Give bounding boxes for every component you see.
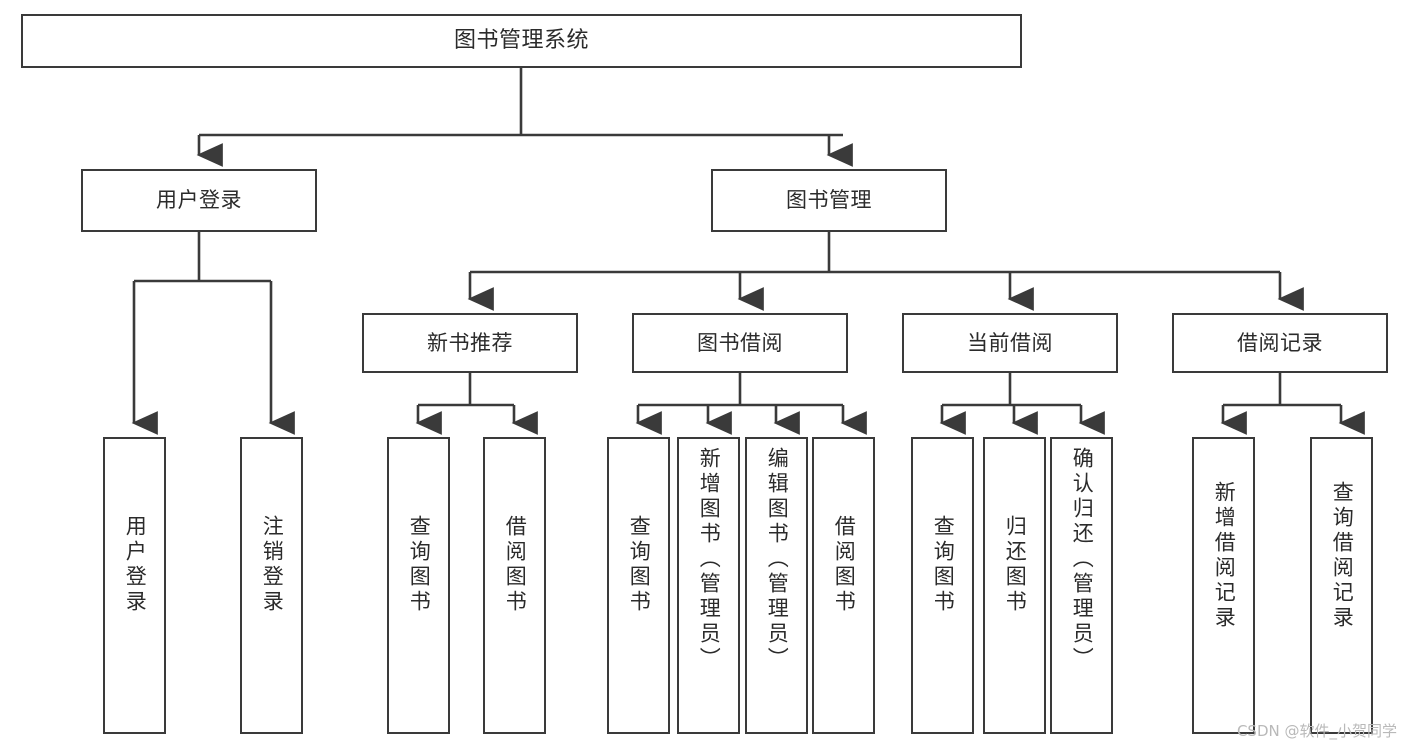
- node-book-manage[interactable]: 图书管理: [711, 169, 947, 232]
- node-leaf-add-book-admin-label: 新增图书（管理员）: [697, 447, 722, 672]
- node-book-manage-label: 图书管理: [786, 188, 872, 213]
- node-new-book-recommend[interactable]: 新书推荐: [362, 313, 578, 373]
- node-leaf-return-book[interactable]: 归还图书: [983, 437, 1046, 734]
- node-borrow-record-label: 借阅记录: [1237, 330, 1323, 355]
- node-leaf-user-login[interactable]: 用户登录: [103, 437, 166, 734]
- node-leaf-query-book-3[interactable]: 查询图书: [911, 437, 974, 734]
- node-leaf-query-borrow-record[interactable]: 查询借阅记录: [1310, 437, 1373, 734]
- node-leaf-query-borrow-record-label: 查询借阅记录: [1330, 481, 1355, 631]
- node-leaf-confirm-return-admin-label: 确认归还（管理员）: [1070, 447, 1095, 672]
- node-leaf-query-book-3-label: 查询图书: [931, 515, 956, 615]
- node-user-login-label: 用户登录: [156, 188, 242, 213]
- node-root-label: 图书管理系统: [453, 28, 589, 54]
- node-user-login[interactable]: 用户登录: [81, 169, 317, 232]
- node-root[interactable]: 图书管理系统: [21, 14, 1022, 68]
- node-borrow-record[interactable]: 借阅记录: [1172, 313, 1388, 373]
- node-leaf-edit-book-admin-label: 编辑图书（管理员）: [765, 447, 790, 672]
- node-leaf-add-borrow-record-label: 新增借阅记录: [1212, 481, 1237, 631]
- node-leaf-add-book-admin[interactable]: 新增图书（管理员）: [677, 437, 740, 734]
- node-leaf-borrow-book-1[interactable]: 借阅图书: [483, 437, 546, 734]
- node-leaf-return-book-label: 归还图书: [1003, 515, 1028, 615]
- node-leaf-query-book-1[interactable]: 查询图书: [387, 437, 450, 734]
- csdn-watermark: CSDN @软件_小贺同学: [1236, 722, 1397, 740]
- node-leaf-borrow-book-1-label: 借阅图书: [503, 515, 528, 615]
- node-leaf-edit-book-admin[interactable]: 编辑图书（管理员）: [745, 437, 808, 734]
- node-new-book-recommend-label: 新书推荐: [427, 330, 513, 355]
- node-leaf-confirm-return-admin[interactable]: 确认归还（管理员）: [1050, 437, 1113, 734]
- node-book-borrow-label: 图书借阅: [697, 330, 783, 355]
- node-leaf-add-borrow-record[interactable]: 新增借阅记录: [1192, 437, 1255, 734]
- node-leaf-query-book-1-label: 查询图书: [407, 515, 432, 615]
- node-leaf-logout-login-label: 注销登录: [260, 515, 285, 615]
- node-leaf-borrow-book-2-label: 借阅图书: [832, 515, 857, 615]
- node-book-borrow[interactable]: 图书借阅: [632, 313, 848, 373]
- node-current-borrow[interactable]: 当前借阅: [902, 313, 1118, 373]
- node-leaf-query-book-2[interactable]: 查询图书: [607, 437, 670, 734]
- node-leaf-logout-login[interactable]: 注销登录: [240, 437, 303, 734]
- node-current-borrow-label: 当前借阅: [967, 330, 1053, 355]
- node-leaf-query-book-2-label: 查询图书: [627, 515, 652, 615]
- node-leaf-borrow-book-2[interactable]: 借阅图书: [812, 437, 875, 734]
- node-leaf-user-login-label: 用户登录: [123, 515, 148, 615]
